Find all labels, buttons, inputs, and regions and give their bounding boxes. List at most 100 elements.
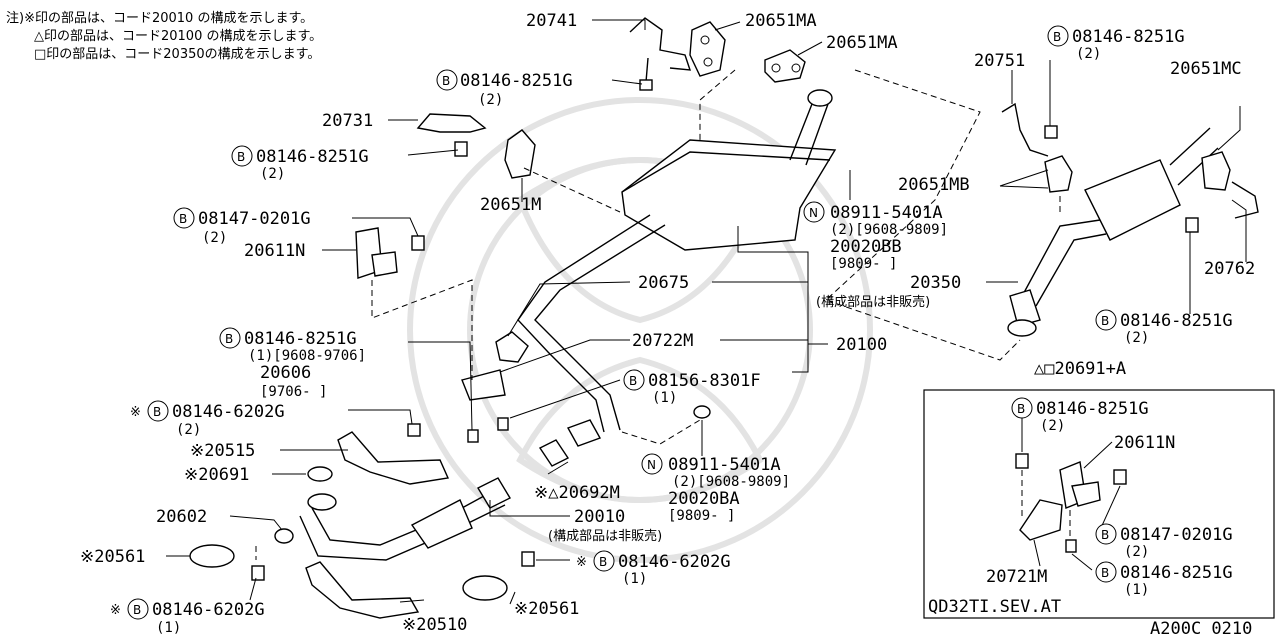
note-line-3: □印の部品は、コード20350の構成を示します。 (34, 47, 320, 62)
inset-label-bolt-low-qty: (1) (1124, 582, 1149, 598)
inset-variant-box: B 08146-8251G (2) 20611N B 08147-0201G (… (923, 389, 1275, 619)
pre-muffler-20350 (1007, 127, 1219, 337)
bracket-20762 (1231, 181, 1259, 219)
b-symbol (1095, 561, 1117, 583)
rubber-mount-20651MB (1044, 155, 1073, 193)
watermark-emblem (407, 97, 873, 563)
b-symbol (147, 400, 169, 422)
inset-label-20721M: 20721M (986, 567, 1047, 587)
label-bolt-8301-qty: (1) (652, 390, 677, 406)
label-20722M: 20722M (632, 331, 693, 351)
label-20651MA-1: 20651MA (745, 11, 817, 31)
label-nut-5401b-qty: (2)[9608-9809] (672, 474, 790, 490)
inset-label-bolt-0201-qty: (2) (1124, 544, 1149, 560)
nut-08911 (693, 405, 711, 419)
label-20675: 20675 (638, 273, 689, 293)
label-bolt-mid-qty: (1)[9608-9706] (248, 348, 366, 364)
b-symbol (173, 207, 195, 229)
b-symbol-text: B (1101, 314, 1109, 328)
label-20691A: △□20691+A (1034, 359, 1126, 379)
note-line-1: 注)※印の部品は、コード20010 の構成を示します。 (6, 11, 313, 26)
clamp-20561-1 (189, 544, 235, 568)
label-bolt-right-low: 08146-8251G (1120, 311, 1233, 331)
label-20561-1: ※20561 (80, 547, 145, 567)
label-20350: 20350 (910, 273, 961, 293)
label-bolt-left1-qty: (2) (260, 166, 285, 182)
figure-code: A200C 0210 (1150, 619, 1252, 638)
rubber-mount-20651M (504, 129, 536, 179)
label-bolt-6202b: 08146-6202G (152, 600, 265, 620)
b-symbol (1047, 25, 1069, 47)
label-20651M: 20651M (480, 195, 541, 215)
label-20751: 20751 (974, 51, 1025, 71)
rubber-mount-20651MC (1201, 151, 1231, 191)
b-symbol (127, 598, 149, 620)
inset-label-bolt-low: 08146-8251G (1120, 563, 1233, 583)
labels: 20741 20651MA 20651MA B 08146-8251G (2) … (80, 11, 1255, 636)
label-bolt-6202a: 08146-6202G (172, 402, 285, 422)
label-20020BA: 20020BA (668, 489, 740, 509)
inset-label-20611N: 20611N (1114, 433, 1175, 453)
front-pipe-20010 (299, 477, 511, 561)
b-symbol (1011, 397, 1033, 419)
label-20010-note: (構成部品は非販売) (548, 528, 662, 544)
rubber-mount-20651MA-2 (764, 49, 806, 83)
b-symbol-text: B (1101, 528, 1109, 542)
label-nut-5401a-qty: (2)[9608-9809] (830, 222, 948, 238)
label-bolt-0201-qty: (2) (202, 230, 227, 246)
hanger-20675 (495, 331, 529, 363)
inset-caption: QD32TI.SEV.AT (928, 597, 1061, 617)
note-line-2: △印の部品は、コード20100 の構成を示します。 (34, 29, 322, 44)
b-symbol-text: B (225, 332, 233, 346)
inset-label-bolt-0201: 08147-0201G (1120, 525, 1233, 545)
label-20611N: 20611N (244, 241, 305, 261)
b-symbol (1095, 309, 1117, 331)
b-symbol-text: B (179, 212, 187, 226)
b-symbol-text: B (599, 555, 607, 569)
nut-20602 (274, 528, 294, 544)
parts-drawing (189, 17, 1259, 619)
label-bolt-6202c-qty: (1) (622, 571, 647, 587)
label-20692M: ※△20692M (534, 483, 620, 503)
label-20762: 20762 (1204, 259, 1255, 279)
label-bolt-0201: 08147-0201G (198, 209, 311, 229)
label-bolt-6202b-qty: (1) (156, 620, 181, 636)
clamp-20561-2 (462, 575, 508, 601)
label-20606-range: [9706- ] (260, 384, 327, 400)
inset-label-bolt-top-qty: (2) (1040, 418, 1065, 434)
label-bolt-right-top-qty: (2) (1076, 46, 1101, 62)
n-symbol (641, 453, 663, 475)
b-symbol-text: B (237, 150, 245, 164)
main-muffler (517, 89, 837, 447)
label-nut-5401b: 08911-5401A (668, 455, 781, 475)
label-bolt-6202a-qty: (2) (176, 422, 201, 438)
b-symbol-text: B (1101, 566, 1109, 580)
label-20651MB: 20651MB (898, 175, 970, 195)
dashed-lines (255, 69, 1061, 560)
gasket-20691 (307, 466, 333, 482)
b-symbol-text: B (133, 603, 141, 617)
b-symbol (436, 69, 458, 91)
inset-label-bolt-top: 08146-8251G (1036, 399, 1149, 419)
b-symbol (593, 550, 615, 572)
b-symbol-text: B (153, 405, 161, 419)
bracket-20751 (1001, 102, 1049, 157)
label-20741: 20741 (526, 11, 577, 31)
hanger-20741 (629, 17, 692, 71)
notes-block: 注)※印の部品は、コード20010 の構成を示します。 △印の部品は、コード20… (6, 11, 322, 62)
label-20606: 20606 (260, 363, 311, 383)
label-bolt-right-top: 08146-8251G (1072, 27, 1185, 47)
bracket-20731 (416, 113, 487, 133)
label-20020BB-range: [9809- ] (830, 256, 897, 272)
b-symbol (219, 327, 241, 349)
b-symbol-text: B (1053, 30, 1061, 44)
b-symbol (623, 369, 645, 391)
bracket-20722M (461, 369, 506, 401)
label-bolt-8301: 08156-8301F (648, 371, 761, 391)
label-20561-2: ※20561 (514, 599, 579, 619)
rubber-mount-20651MA-1 (689, 21, 726, 77)
b-symbol-text: B (1017, 402, 1025, 416)
label-bolt-top-qty: (2) (478, 92, 503, 108)
b-symbol (231, 145, 253, 167)
